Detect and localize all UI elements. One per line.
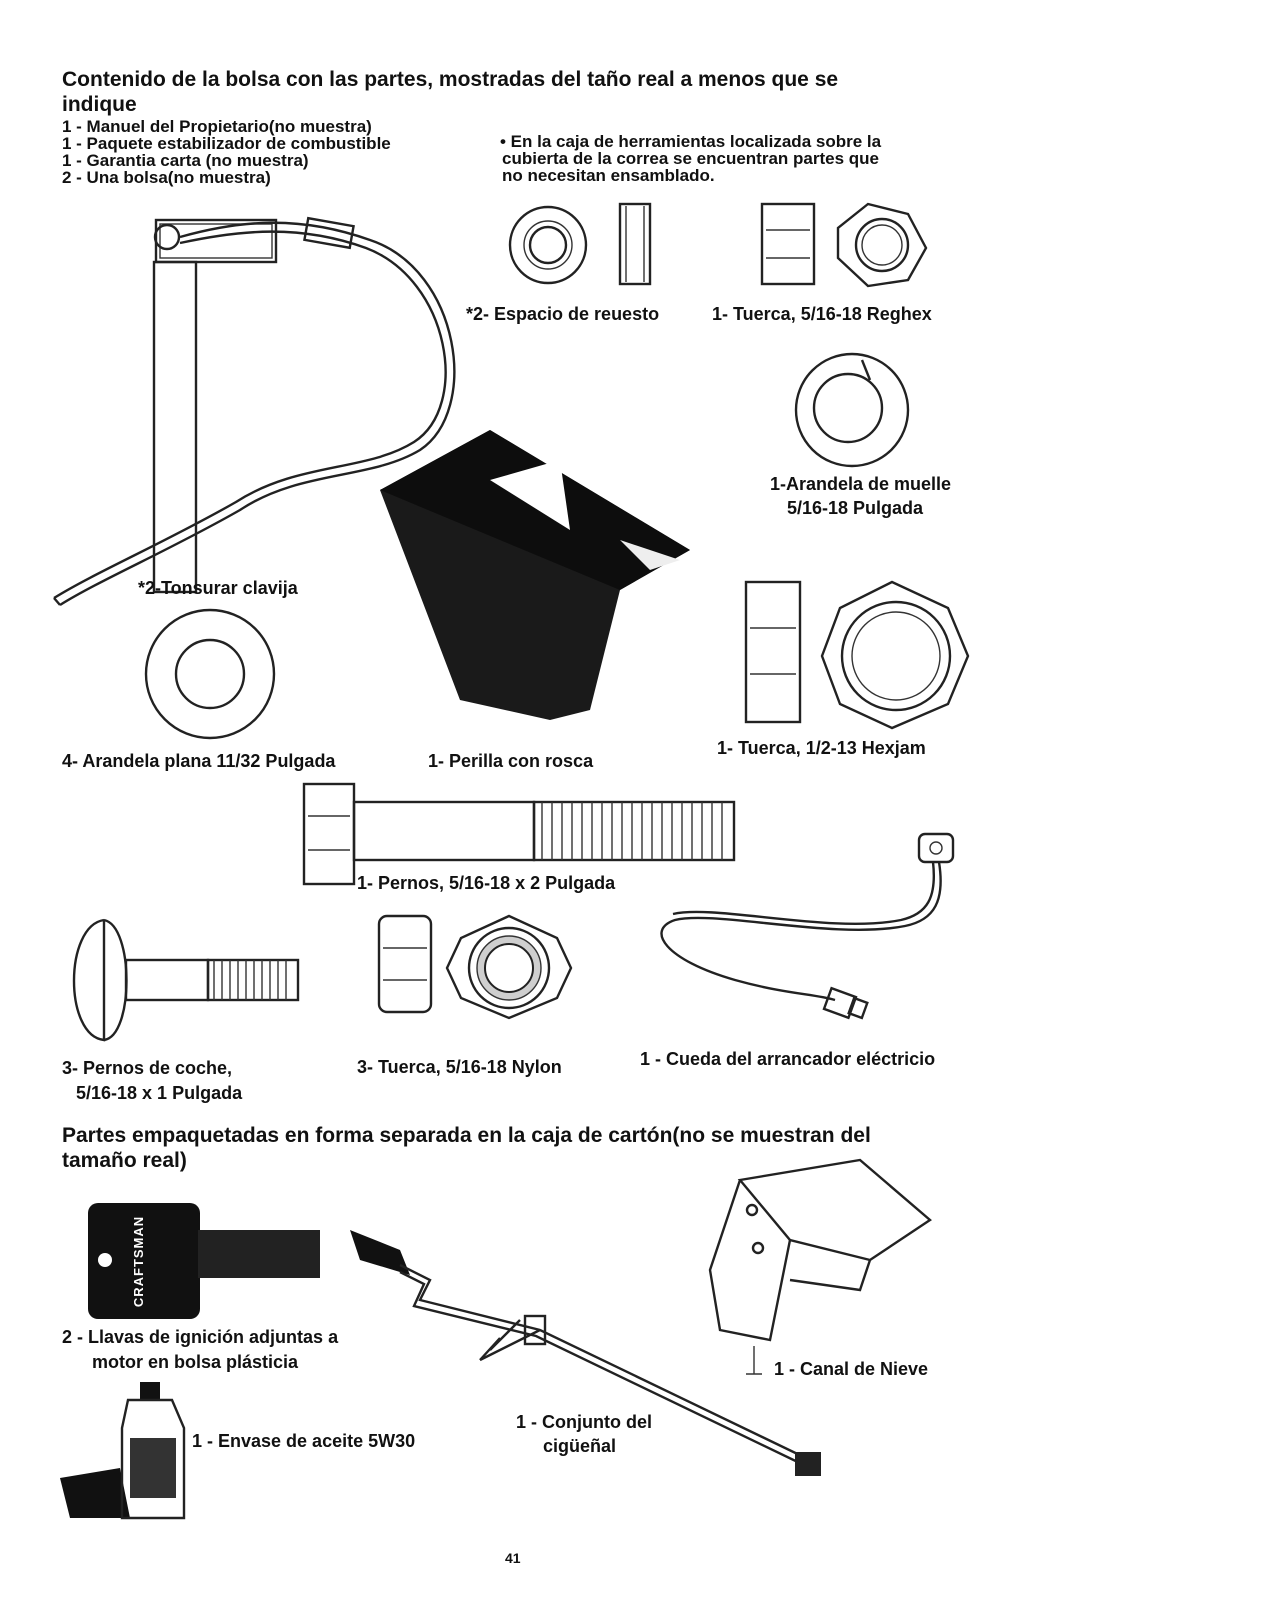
crank-assembly-illustration xyxy=(350,1230,821,1476)
bag-contents-list: 1 - Manuel del Propietario(no muestra) 1… xyxy=(62,118,391,186)
carriage-bolt-label-1: 3- Pernos de coche, xyxy=(62,1058,233,1078)
crank-label-2: cigüeñal xyxy=(543,1436,617,1456)
key-brand-container: CRAFTSMAN xyxy=(128,1205,150,1317)
section-title-line-2: tamaño real) xyxy=(62,1149,187,1172)
keys-label-1: 2 - Llavas de ignición adjuntas a xyxy=(62,1327,339,1347)
hexjam-nut-illustration xyxy=(744,580,970,730)
reghex-nut-illustration xyxy=(760,202,928,288)
section-title-line-1: Partes empaquetadas en forma separada en… xyxy=(62,1124,871,1147)
crank-label-1: 1 - Conjunto del xyxy=(516,1412,652,1432)
nylon-nut-illustration xyxy=(377,914,573,1020)
note-line: cubierta de la correa se encuentran part… xyxy=(502,149,879,168)
lock-washer-label-2: 5/16-18 Pulgada xyxy=(787,498,924,518)
list-item: 1 - Garantia carta (no muestra) xyxy=(62,151,309,170)
hex-bolt-label: 1- Pernos, 5/16-18 x 2 Pulgada xyxy=(357,873,616,893)
lock-washer-label-1: 1-Arandela de muelle xyxy=(770,474,952,494)
oil-label: 1 - Envase de aceite 5W30 xyxy=(192,1431,416,1451)
lock-washer-illustration xyxy=(794,352,910,468)
nylon-nut-label: 3- Tuerca, 5/16-18 Nylon xyxy=(357,1057,562,1077)
key-blade-icon xyxy=(198,1230,320,1278)
shear-pin-illustration xyxy=(53,216,456,607)
list-item: 1 - Paquete estabilizador de combustible xyxy=(62,134,391,153)
list-item: 2 - Una bolsa(no muestra) xyxy=(62,168,271,187)
keys-label-2: motor en bolsa plásticia xyxy=(92,1352,299,1372)
carriage-bolt-label-2: 5/16-18 x 1 Pulgada xyxy=(76,1083,243,1103)
page-title-line-1: Contenido de la bolsa con las partes, mo… xyxy=(62,68,839,91)
hexjam-nut-label: 1- Tuerca, 1/2-13 Hexjam xyxy=(717,738,926,758)
shear-pin-label: *2-Tonsurar clavija xyxy=(138,578,298,598)
hex-bolt-illustration xyxy=(302,782,736,886)
page-title-line-2: indique xyxy=(62,93,137,116)
spacer-illustration xyxy=(508,202,652,286)
knob-label: 1- Perilla con rosca xyxy=(428,751,594,771)
toolbox-note: • En la caja de herramientas localizada … xyxy=(500,133,881,184)
flat-washer-illustration xyxy=(144,608,276,740)
oil-bottle-illustration xyxy=(60,1382,186,1520)
note-line: no necesitan ensamblado. xyxy=(502,166,715,185)
knob-illustration xyxy=(380,430,690,720)
note-line: • En la caja de herramientas localizada … xyxy=(500,132,882,151)
list-item: 1 - Manuel del Propietario(no muestra) xyxy=(62,117,372,136)
starter-cord-label: 1 - Cueda del arrancador eléctricio xyxy=(640,1049,936,1069)
key-hole-icon xyxy=(98,1253,112,1267)
snow-chute-illustration xyxy=(708,1158,932,1375)
spacer-label: *2- Espacio de reuesto xyxy=(466,304,660,324)
flat-washer-label: 4- Arandela plana 11/32 Pulgada xyxy=(62,751,336,771)
key-brand-text: CRAFTSMAN xyxy=(131,1215,147,1307)
snow-chute-label: 1 - Canal de Nieve xyxy=(774,1359,929,1379)
carriage-bolt-illustration xyxy=(72,918,300,1042)
starter-cord-illustration xyxy=(660,832,955,1020)
page-number: 41 xyxy=(505,1550,521,1566)
ignition-key-illustration: CRAFTSMAN xyxy=(88,1203,200,1319)
reghex-nut-label: 1- Tuerca, 5/16-18 Reghex xyxy=(712,304,932,324)
